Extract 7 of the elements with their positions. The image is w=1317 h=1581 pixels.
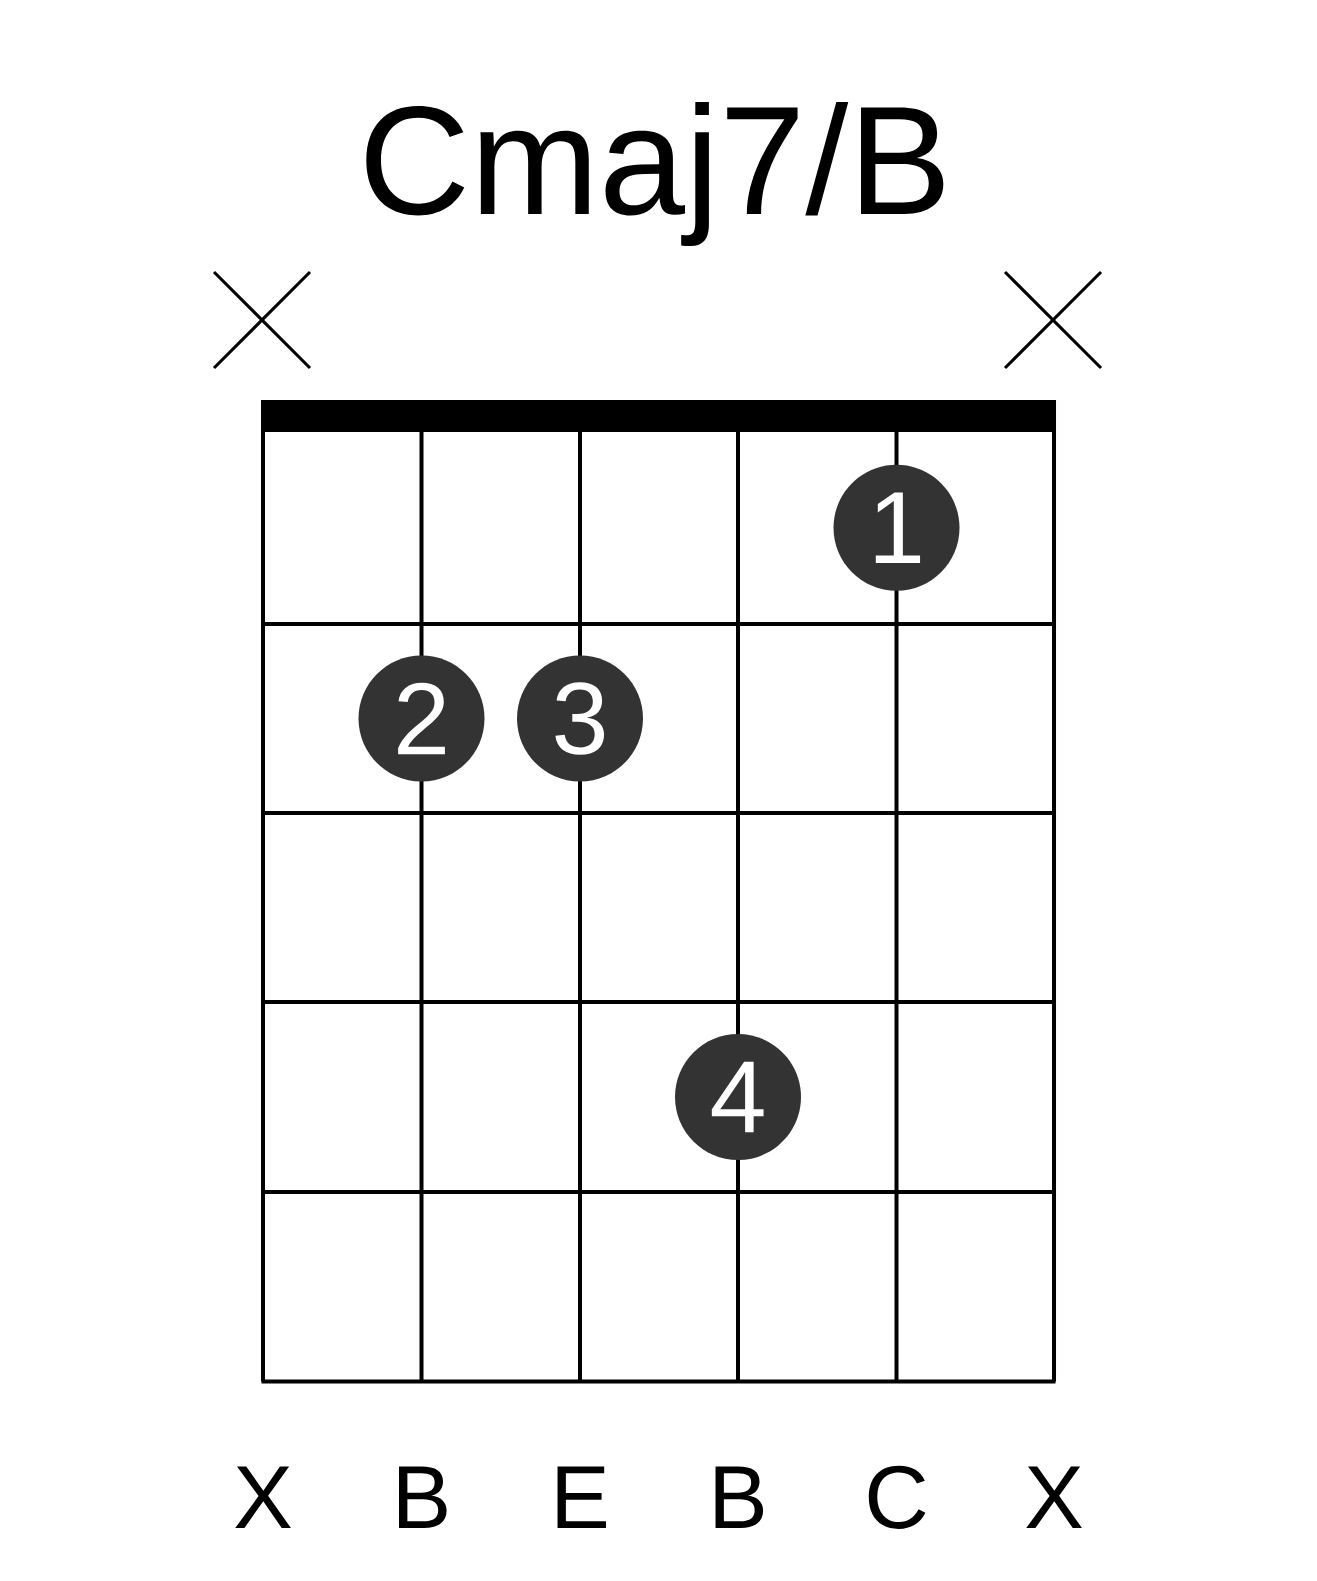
string-label: E <box>557 1466 606 1528</box>
string-label: B <box>399 1466 447 1528</box>
string-label: B <box>715 1466 764 1528</box>
string-label: X <box>235 1466 291 1528</box>
string-label: X <box>1026 1466 1082 1528</box>
string-label: C <box>868 1465 926 1529</box>
chord-title: Cmaj7/B <box>366 101 944 247</box>
